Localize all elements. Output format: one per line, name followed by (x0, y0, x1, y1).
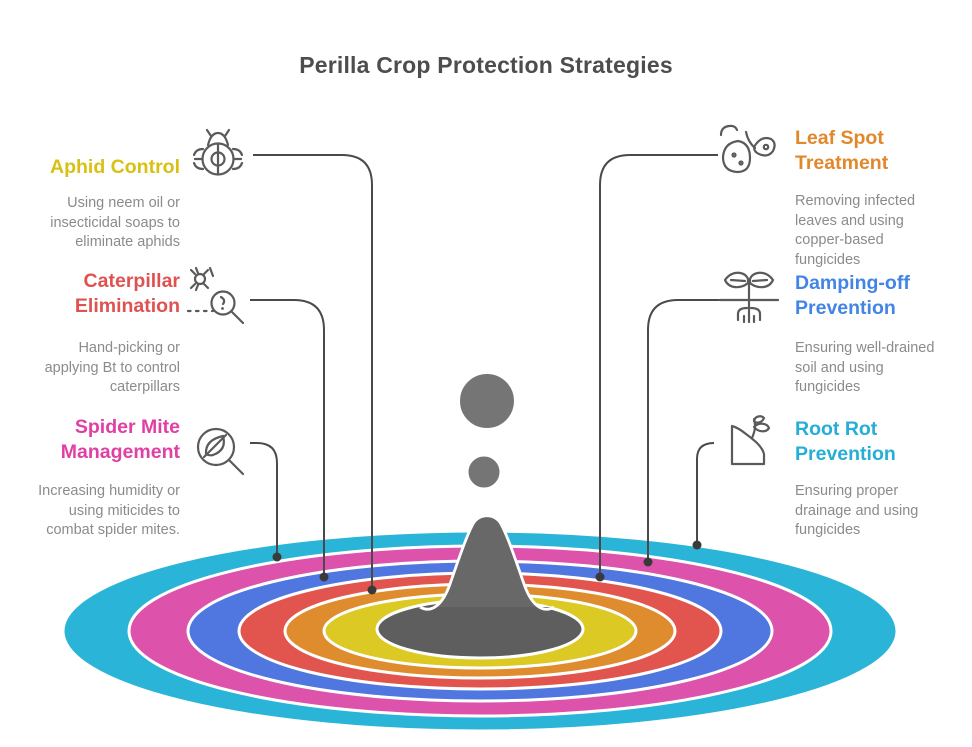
page-title: Perilla Crop Protection Strategies (299, 52, 673, 78)
ladybug-icon (192, 128, 244, 176)
strategy-title-damping-off-prevention: Damping-off Prevention (795, 271, 972, 321)
strategy-description-leaf-spot-treatment: Removing infected leaves and using coppe… (795, 192, 972, 270)
droplet-small (465, 453, 503, 491)
bug-magnifier-icon (186, 266, 245, 325)
leaf-magnifier-icon (196, 427, 245, 476)
description-line: caterpillars (109, 379, 180, 395)
description-line: combat spider mites. (46, 522, 180, 538)
water-splash (419, 514, 555, 611)
description-line: Ensuring well-drained (795, 340, 935, 356)
strategy-title-caterpillar-elimination: Caterpillar Elimination (20, 269, 180, 319)
description-line: using miticides to (68, 502, 180, 519)
strategy-description-caterpillar-elimination: Hand-picking or applying Bt to control c… (10, 339, 180, 398)
connector-spider-mite-management (250, 442, 278, 557)
description-line: fungicides (795, 522, 861, 538)
connector-lines (250, 154, 722, 590)
connector-dot (595, 572, 605, 582)
description-line: Ensuring proper (795, 483, 899, 499)
title-line: Elimination (74, 295, 180, 317)
connector-caterpillar-elimination (250, 299, 325, 577)
description-line: Removing infected (795, 193, 916, 209)
connector-dot (319, 572, 329, 582)
strategy-description-spider-mite-management: Increasing humidity or using miticides t… (10, 482, 180, 541)
description-line: Increasing humidity or (38, 483, 180, 499)
connector-dot (643, 557, 653, 567)
strategy-description-damping-off-prevention: Ensuring well-drained soil and using fun… (795, 339, 972, 398)
description-line: soil and using (795, 359, 884, 376)
title-line: Leaf Spot (795, 127, 884, 149)
strategy-title-root-rot-prevention: Root Rot Prevention (795, 417, 972, 467)
strategy-description-root-rot-prevention: Ensuring proper drainage and using fungi… (795, 482, 972, 541)
plant-drainage-icon (730, 415, 771, 466)
connector-leaf-spot-treatment (599, 154, 718, 577)
droplet-large (457, 371, 517, 431)
description-line: copper-based (795, 232, 884, 248)
description-line: insecticidal soaps to (50, 214, 180, 231)
title-line: Spider Mite (74, 416, 180, 438)
strategy-title-aphid-control: Aphid Control (20, 155, 180, 180)
description-line: eliminate aphids (75, 234, 180, 250)
connector-dot (367, 585, 377, 595)
description-line: fungicides (795, 251, 861, 268)
title-line: Damping-off (795, 272, 910, 294)
title-line: Root Rot (795, 418, 878, 440)
description-line: drainage and using (795, 502, 919, 519)
title-line: Prevention (795, 297, 896, 319)
title-line: Caterpillar (83, 270, 180, 292)
connector-dots (272, 540, 702, 595)
infected-leaves-icon (719, 124, 776, 174)
description-line: Hand-picking or (78, 340, 180, 356)
connector-aphid-control (253, 154, 373, 590)
ripple-rings (61, 529, 899, 733)
seedling-roots-icon (718, 271, 780, 324)
connector-damping-off-prevention (647, 299, 722, 562)
title-line: Management (60, 441, 180, 463)
description-line: Using neem oil or (67, 195, 180, 211)
description-line: applying Bt to control (44, 359, 180, 376)
strategy-title-leaf-spot-treatment: Leaf Spot Treatment (795, 126, 972, 176)
title-line: Prevention (795, 443, 896, 465)
description-line: leaves and using (795, 212, 904, 229)
water-droplets (457, 371, 517, 491)
description-line: fungicides (795, 379, 861, 395)
strategy-title-spider-mite-management: Spider Mite Management (20, 415, 180, 465)
title-line: Treatment (795, 152, 889, 174)
connector-root-rot-prevention (696, 442, 715, 545)
connector-dot (272, 552, 282, 562)
connector-dot (692, 540, 702, 550)
title-line: Aphid Control (50, 156, 180, 178)
strategy-description-aphid-control: Using neem oil or insecticidal soaps to … (10, 194, 180, 253)
